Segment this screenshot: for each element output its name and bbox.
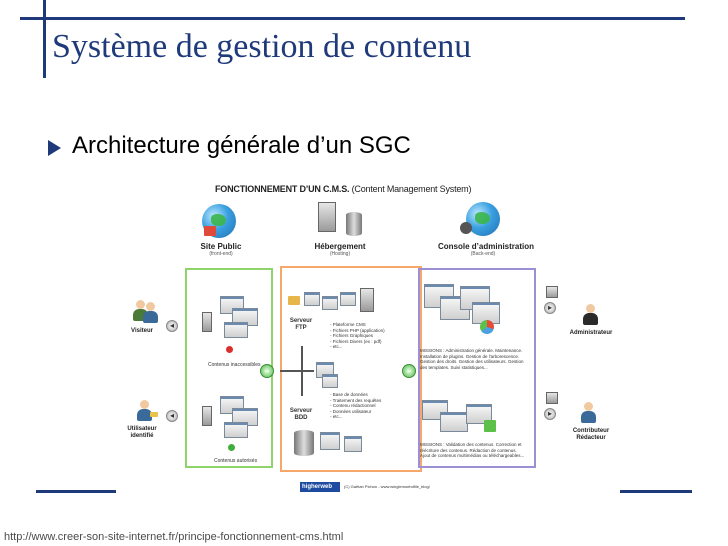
admin-sublabel: (Back-end) — [470, 251, 496, 257]
admin-globe-icon — [466, 202, 500, 236]
forbidden-icon — [226, 346, 233, 353]
bdd-table-window — [344, 436, 362, 452]
public-hosting-arrow-icon: ⇔ — [260, 364, 274, 378]
higherweb-logo: higherweb — [300, 482, 340, 492]
administrator-label: Administrateur — [569, 330, 613, 336]
footer-rule-left — [36, 490, 116, 493]
ftp-folder-icon — [288, 296, 300, 305]
bullet-arrow-icon — [48, 140, 61, 156]
bdd-items: - Base de données - Traitement des requê… — [330, 392, 381, 420]
house-icon — [204, 226, 216, 236]
slide-title: Système de gestion de contenu — [52, 28, 472, 65]
bdd-table-window — [320, 432, 340, 450]
hosting-sublabel: (Hosting) — [329, 251, 351, 257]
public-computer-icon — [202, 406, 212, 426]
administrator-computer-icon — [546, 286, 558, 298]
ftp-items: - Plateforme CMS - Fichiers PHP (applica… — [330, 322, 385, 350]
ftp-file-window — [322, 296, 338, 310]
check-icon — [228, 444, 235, 451]
admin-label: Console d’administration — [438, 242, 535, 251]
contrib-window — [440, 412, 468, 432]
identified-user-icon — [136, 400, 152, 422]
cms-diagram: FONCTIONNEMENT D’UN C.M.S. (Content Mana… — [120, 178, 620, 498]
hosting-database-icon — [346, 212, 362, 236]
admin-mission-line: Gestion des droits. Gestion des utilisat… — [420, 359, 524, 364]
bullet-text: Architecture générale d’un SGC — [72, 132, 411, 159]
visitor-label: Visiteur — [131, 328, 153, 334]
administrator-arrow-icon: ▸ — [544, 302, 556, 314]
ftp-item: - Plateforme CMS — [330, 322, 366, 327]
contrib-missions: MISSIONS : Validation des contenus. Corr… — [420, 442, 524, 459]
public-page-window — [232, 308, 258, 326]
text-tool-icon — [484, 420, 496, 432]
authorized-note: Contenus autorisés — [214, 458, 258, 464]
contributor-arrow-icon: ▸ — [544, 408, 556, 420]
admin-mission-line: Installation de plugins. Gestion de l'ar… — [420, 353, 520, 359]
ftp-label-1: Serveur — [289, 318, 313, 324]
public-computer-icon — [202, 312, 212, 332]
source-url: http://www.creer-son-site-internet.fr/pr… — [4, 531, 344, 543]
ftp-item: - Fichiers Divers (ex : pdf) — [330, 338, 382, 344]
contrib-mission-line: MISSIONS : Validation des contenus. Corr… — [420, 442, 522, 447]
administrator-icon — [582, 304, 598, 326]
footer-rule-right — [620, 490, 692, 493]
visitor-arrow-icon: ◂ — [166, 320, 178, 332]
bdd-database-icon — [294, 430, 314, 456]
diagram-title: FONCTIONNEMENT D’UN C.M.S. (Content Mana… — [215, 184, 471, 194]
contributor-label-2: Rédacteur — [576, 435, 606, 441]
inaccessible-note: Contenus inaccessibles — [208, 362, 261, 368]
title-rule-top — [20, 17, 685, 20]
identified-user-label-2: identifié — [130, 433, 154, 439]
hosting-file-window — [322, 374, 338, 388]
contributor-label-1: Contributeur — [572, 428, 610, 434]
hosting-section — [280, 266, 422, 472]
hosting-admin-arrow-icon: ⇔ — [402, 364, 416, 378]
ftp-item: - etc... — [330, 344, 343, 349]
bdd-item: - etc... — [330, 414, 343, 419]
admin-gear-icon — [460, 222, 472, 234]
bdd-item: - Données utilisateur — [330, 408, 372, 414]
hosting-server-icon — [318, 202, 336, 232]
title-rule-left — [43, 0, 46, 78]
ftp-file-window — [340, 292, 356, 306]
diagram-title-bold: FONCTIONNEMENT D’UN C.M.S. — [215, 184, 350, 194]
contrib-mission-line: Ajout de contenus multimédias ou télécha… — [420, 453, 525, 458]
identified-user-arrow-icon: ◂ — [166, 410, 178, 422]
contrib-mission-line: réécriture des contenus. Rédaction de co… — [420, 447, 517, 453]
diagram-title-light: (Content Management System) — [351, 184, 472, 194]
hosting-connector — [280, 370, 314, 372]
ftp-label-2: FTP — [295, 325, 307, 331]
diagram-credit: (C) Gaëtan Pichon - www.winglemoebdfile_… — [344, 484, 430, 489]
bdd-item: - Traitement des requêtes — [330, 397, 382, 403]
public-page-window — [224, 422, 248, 438]
contributor-computer-icon — [546, 392, 558, 404]
bdd-label-1: Serveur — [289, 408, 313, 414]
public-sublabel: (front-end) — [209, 251, 233, 257]
public-label: Site Public — [200, 242, 242, 251]
admin-mission-line: des templates. Suivi statistiques... — [420, 364, 488, 370]
bdd-label-2: BDD — [294, 415, 308, 421]
pie-chart-icon — [480, 320, 494, 334]
identified-user-label-1: Utilisateur — [127, 426, 157, 432]
contributor-icon — [580, 402, 596, 424]
admin-missions: MISSIONS : Administration générale. Main… — [420, 348, 524, 370]
public-page-window — [224, 322, 248, 338]
hosting-label: Hébergement — [314, 242, 366, 251]
bdd-item: - Base de données — [330, 392, 368, 397]
bdd-item: - Contenu rédactionnel — [330, 403, 376, 408]
contrib-window — [466, 404, 492, 424]
admin-mission-line: MISSIONS : Administration générale. Main… — [420, 348, 523, 353]
ftp-file-window — [304, 292, 320, 306]
key-icon — [150, 412, 158, 417]
ftp-item: - Fichiers PHP (application) — [330, 327, 385, 333]
ftp-item: - Fichiers Graphiques — [330, 333, 374, 338]
visitor-icon-2 — [142, 302, 158, 324]
admin-section — [418, 268, 536, 468]
ftp-server-icon — [360, 288, 374, 312]
